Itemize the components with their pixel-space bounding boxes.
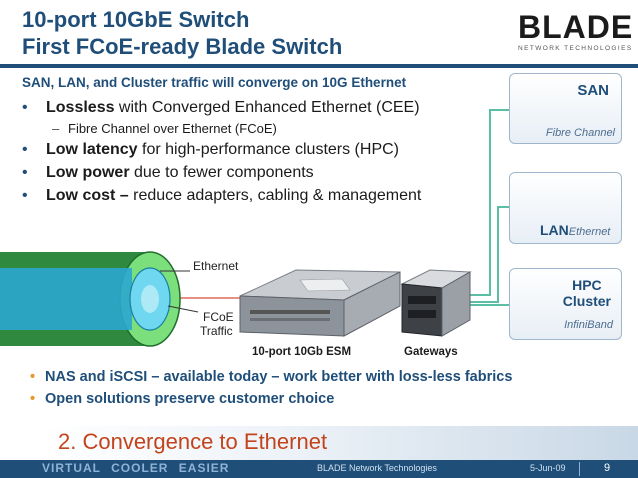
ethernet-cable [0, 251, 181, 347]
bottom-bullet-item: • Open solutions preserve customer choice [30, 388, 512, 410]
footer-divider [579, 462, 580, 476]
bullet-item: • Low latency for high-performance cluste… [22, 138, 512, 161]
bullet-dot-icon: • [30, 391, 36, 407]
hpc-subtitle: InfiniBand [564, 319, 613, 331]
logo-tagline: NETWORK TECHNOLOGIES [518, 45, 633, 52]
bullet-dot-icon: • [22, 141, 28, 158]
bullet-text: with Converged Enhanced Ethernet (CEE) [114, 99, 420, 116]
bullet-text: for high-performance clusters (HPC) [137, 141, 399, 158]
lan-title: LAN [540, 222, 569, 238]
bullet-dot-icon: • [22, 187, 28, 204]
fcoe-label-line-1: FCoE [203, 310, 234, 324]
bullet-text: reduce adapters, cabling & management [128, 187, 422, 204]
san-connector-line [460, 109, 509, 296]
fcoe-label-line-2: Traffic [200, 324, 233, 338]
cable-inner-body [0, 268, 132, 330]
cable-core [141, 285, 159, 313]
bullet-bold: Lossless [46, 99, 115, 116]
san-subtitle: Fibre Channel [545, 127, 615, 139]
san-title: SAN [577, 82, 609, 99]
bullet-bold: Low cost – [46, 187, 129, 204]
bullet-item: • Low cost – reduce adapters, cabling & m… [22, 184, 512, 207]
hpc-panel: HPC Cluster InfiniBand [509, 268, 622, 340]
dash-icon: – [52, 121, 60, 136]
lan-subtitle: Ethernet [568, 226, 611, 238]
footer-company: BLADE Network Technologies [317, 463, 437, 473]
bottom-bullet-item: • NAS and iSCSI – available today – work … [30, 366, 512, 388]
section-banner: 2. Convergence to Ethernet [40, 426, 638, 460]
footer-bar: VIRTUAL COOLER EASIER BLADE Network Tech… [0, 460, 638, 478]
blade-logo: BLADE NETWORK TECHNOLOGIES [518, 9, 634, 52]
logo-word: BLADE [518, 9, 634, 45]
sub-bullet-text: Fibre Channel over Ethernet (FCoE) [68, 121, 277, 136]
bullet-dot-icon: • [30, 369, 36, 385]
slide-title: 10-port 10GbE Switch First FCoE-ready Bl… [22, 6, 342, 60]
gateway-image [400, 269, 472, 337]
section-title: 2. Convergence to Ethernet [58, 429, 328, 454]
ethernet-label: Ethernet [193, 259, 239, 273]
lan-caption: LANEthernet [540, 222, 610, 240]
bottom-bullet-list: • NAS and iSCSI – available today – work … [30, 366, 512, 410]
lan-connector-line [470, 206, 509, 303]
switch-module-image [239, 269, 401, 337]
section-banner-background [40, 426, 638, 460]
bottom-bullet-text: Open solutions preserve customer choice [45, 391, 335, 407]
footer-tagline: VIRTUAL COOLER EASIER [42, 461, 230, 475]
hpc-title-line-1: HPC [572, 277, 602, 293]
switch-label: 10-port 10Gb ESM [252, 346, 352, 358]
bullet-dot-icon: • [22, 164, 28, 181]
bullet-text: due to fewer components [129, 164, 314, 181]
bullet-item: • Lossless with Converged Enhanced Ethern… [22, 96, 512, 119]
hpc-title: HPC Cluster [563, 277, 611, 309]
bullet-item: • Low power due to fewer components [22, 161, 512, 184]
fcoe-leader-line [167, 305, 199, 313]
san-panel: SAN Fibre Channel [509, 73, 622, 144]
gateway-label: Gateways [404, 346, 458, 358]
sub-bullet-item: –Fibre Channel over Ethernet (FCoE) [52, 119, 512, 138]
footer-date: 5-Jun-09 [530, 463, 566, 473]
slide-subtitle: SAN, LAN, and Cluster traffic will conve… [22, 75, 407, 90]
bullet-bold: Low power [46, 164, 130, 181]
hpc-title-line-2: Cluster [562, 293, 611, 309]
slide-title-line-1: 10-port 10GbE Switch [22, 7, 250, 32]
bullet-bold: Low latency [46, 141, 138, 158]
title-divider [0, 64, 638, 68]
lan-panel: LANEthernet [509, 172, 622, 244]
slide-title-line-2: First FCoE-ready Blade Switch [22, 34, 343, 59]
bottom-bullet-text: NAS and iSCSI – available today – work b… [45, 369, 513, 385]
page-number: 9 [604, 462, 611, 474]
bullet-list: • Lossless with Converged Enhanced Ethern… [22, 96, 512, 207]
bullet-dot-icon: • [22, 99, 28, 116]
